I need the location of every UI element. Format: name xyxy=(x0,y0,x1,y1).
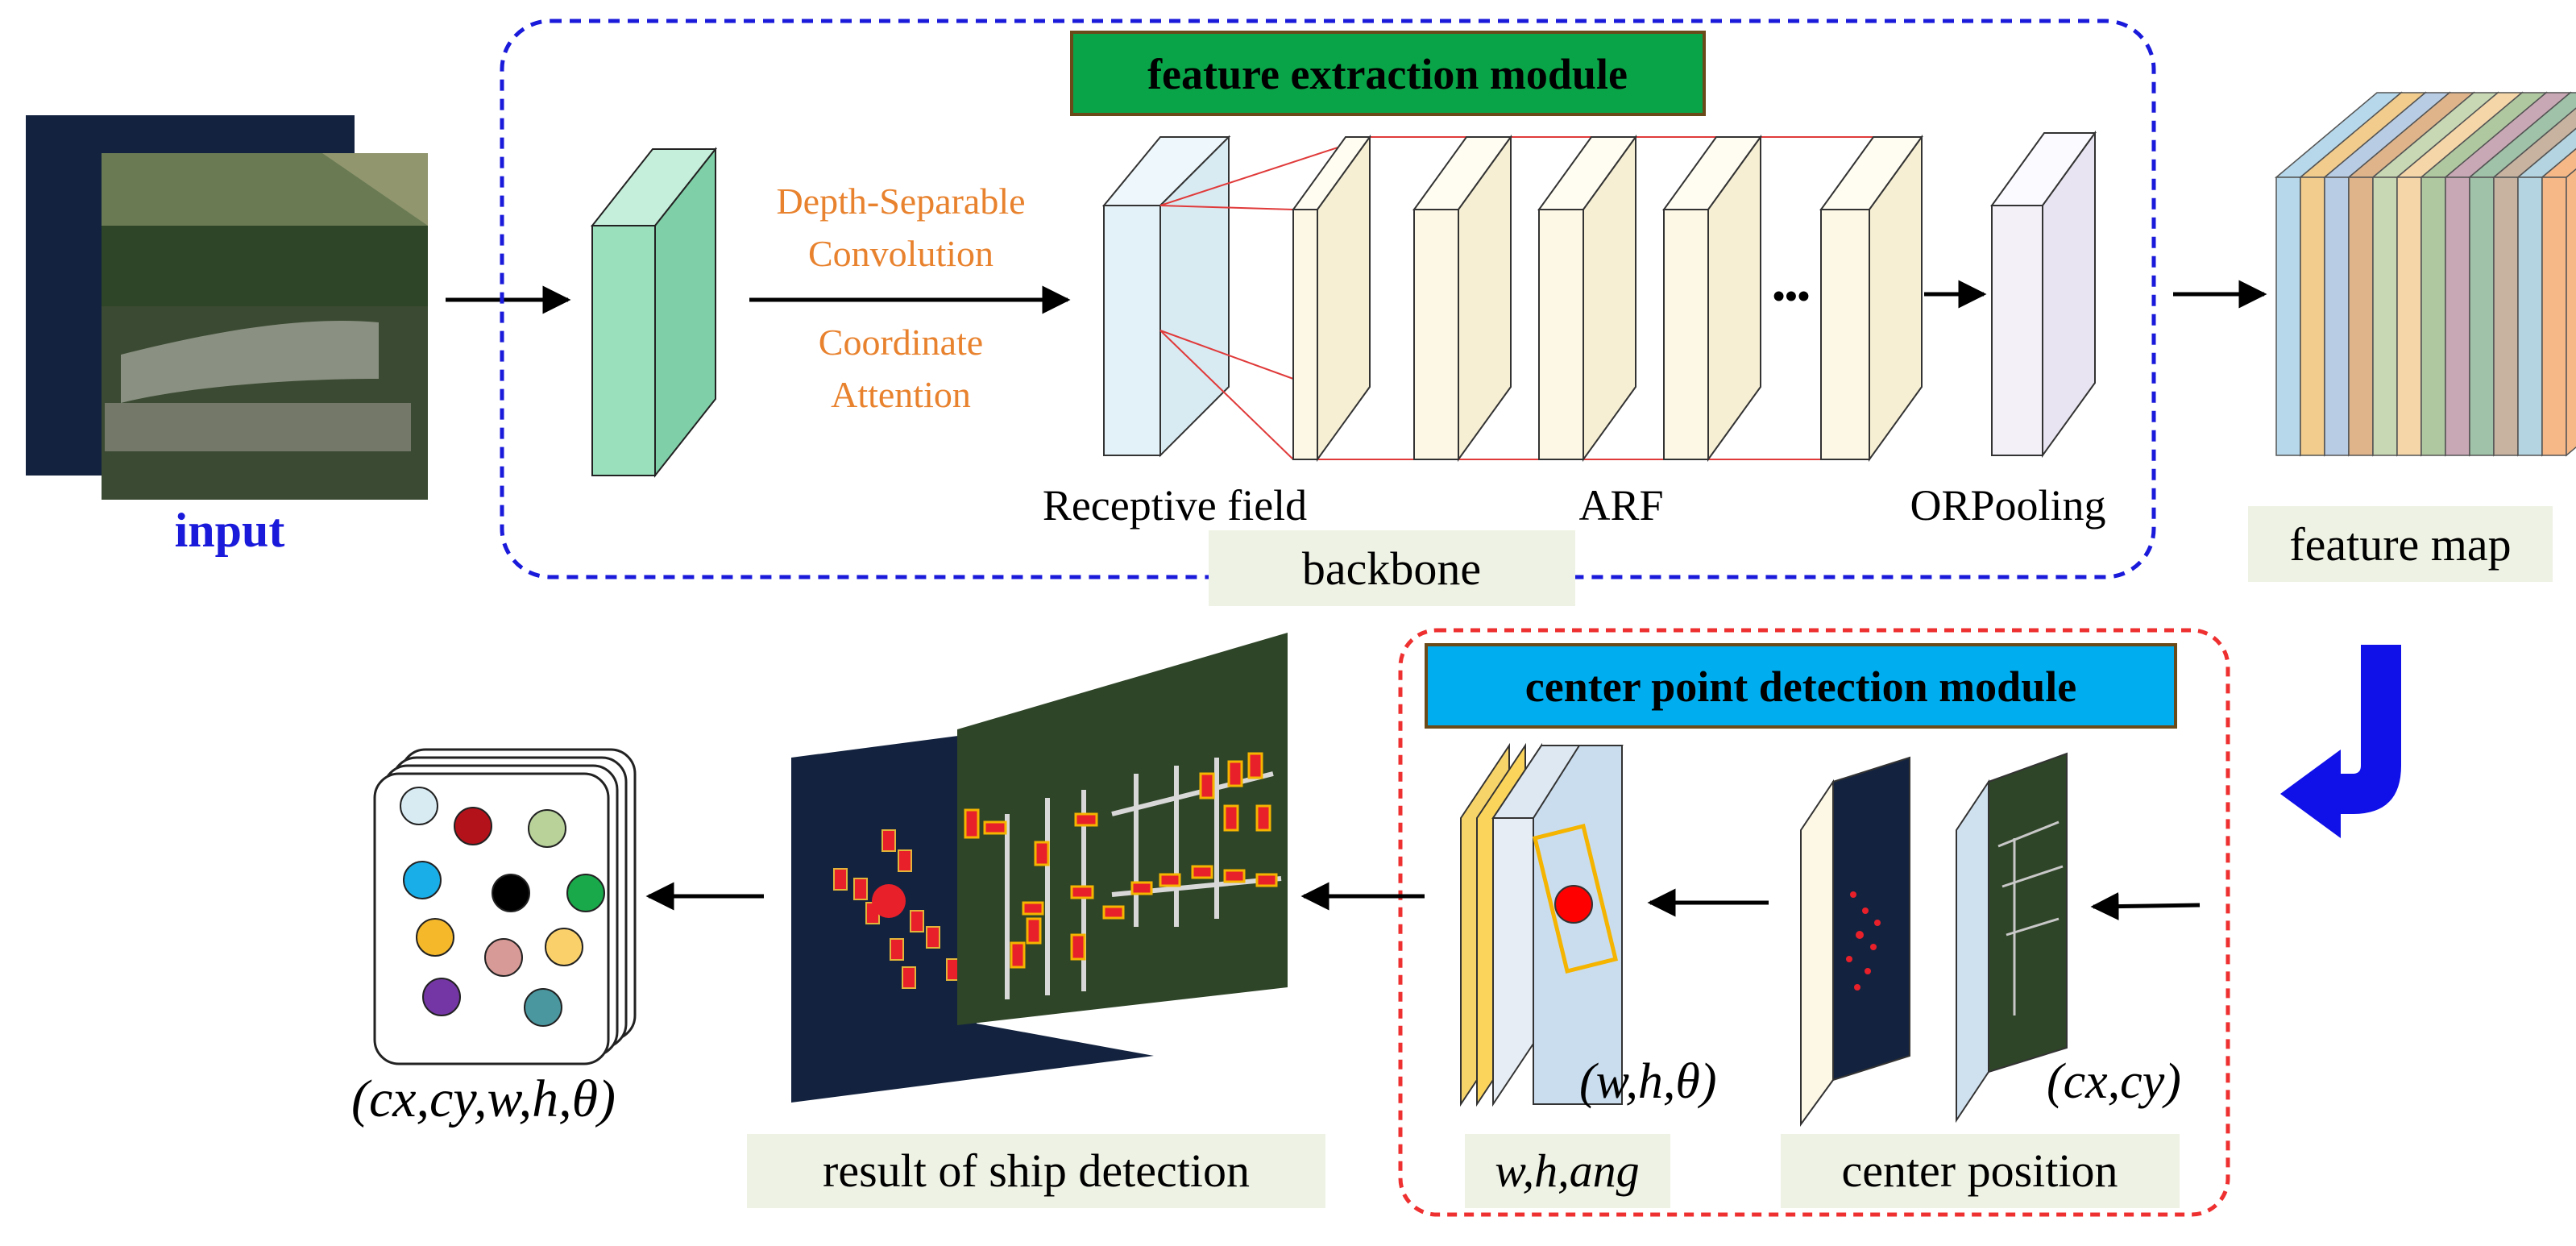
result-label: result of ship detection xyxy=(823,1144,1250,1197)
output-card-stack xyxy=(373,748,637,1065)
feature-extraction-title: feature extraction module xyxy=(1147,50,1628,98)
orpooling-label: ORPooling xyxy=(1910,481,2105,530)
wh-ang-label: w,h,ang xyxy=(1495,1144,1639,1197)
output-dot xyxy=(403,861,442,899)
input-image-ship xyxy=(102,153,428,500)
center-point-detection-frame xyxy=(1398,628,2230,1217)
arf-blocks xyxy=(1292,134,1923,463)
receptive-field-label: Receptive field xyxy=(1043,481,1307,530)
detected-center-point xyxy=(1554,885,1593,924)
attn-text-line1: Coordinate xyxy=(819,322,983,363)
result-ocean-detections xyxy=(833,829,960,989)
arf-block-2 xyxy=(1412,134,1512,463)
center-point-detection-title: center point detection module xyxy=(1525,662,2076,711)
output-label: (cx,cy,w,h,θ) xyxy=(351,1069,616,1128)
output-dot xyxy=(492,874,530,912)
result-images xyxy=(791,633,1288,1103)
center-map-cream xyxy=(1800,756,1910,1128)
feature-extraction-header: feature extraction module xyxy=(1070,31,1706,116)
output-dot xyxy=(545,928,583,966)
result-harbor-detections xyxy=(964,752,1278,969)
input-label: input xyxy=(175,504,285,557)
orpooling-block xyxy=(1990,130,2097,459)
output-dot xyxy=(528,809,566,848)
ellipsis: ••• xyxy=(1773,276,1810,316)
wh-ang-label-box: w,h,ang xyxy=(1465,1134,1670,1208)
feature-map-stack xyxy=(2274,91,2576,457)
attn-text-line2: Attention xyxy=(831,374,971,415)
feature-map-label-box: feature map xyxy=(2248,506,2553,582)
center-map-blue xyxy=(1956,752,2068,1123)
output-dots xyxy=(400,787,605,1027)
cxcy-label: (cx,cy) xyxy=(2047,1054,2181,1109)
feature-map-label: feature map xyxy=(2289,518,2511,571)
result-label-box: result of ship detection xyxy=(747,1134,1325,1208)
output-dot xyxy=(400,787,438,825)
center-position-label-box: center position xyxy=(1781,1134,2180,1208)
arf-block-5 xyxy=(1819,134,1923,463)
bounding-box-icon xyxy=(1532,823,1619,974)
whtheta-label: (w,h,θ) xyxy=(1579,1054,1717,1109)
arf-block-1 xyxy=(1292,134,1371,463)
receptive-field-block xyxy=(1101,135,1231,458)
arf-block-4 xyxy=(1662,134,1762,463)
output-dot xyxy=(416,918,454,957)
u-turn-arrow-icon xyxy=(2280,645,2401,838)
backbone-label: backbone xyxy=(1302,542,1481,595)
conv-block-green xyxy=(590,147,718,478)
left-arrow-icon xyxy=(2090,892,2201,921)
conv-text-line2: Convolution xyxy=(808,233,993,274)
center-point-detection-header: center point detection module xyxy=(1425,643,2177,729)
arf-label: ARF xyxy=(1578,481,1663,530)
wh-ang-map-stack xyxy=(1460,742,1624,1107)
center-position-label: center position xyxy=(1841,1144,2118,1197)
feature-map-slice xyxy=(2540,147,2576,457)
output-dot xyxy=(454,807,492,845)
input-images: input xyxy=(26,115,428,557)
output-dot xyxy=(566,874,605,912)
backbone-label-box: backbone xyxy=(1209,530,1575,606)
conv-text-line1: Depth-Separable xyxy=(776,181,1025,222)
arf-block-3 xyxy=(1537,134,1637,463)
output-dot xyxy=(422,978,461,1016)
output-dot xyxy=(484,938,523,977)
output-dot xyxy=(524,988,562,1027)
